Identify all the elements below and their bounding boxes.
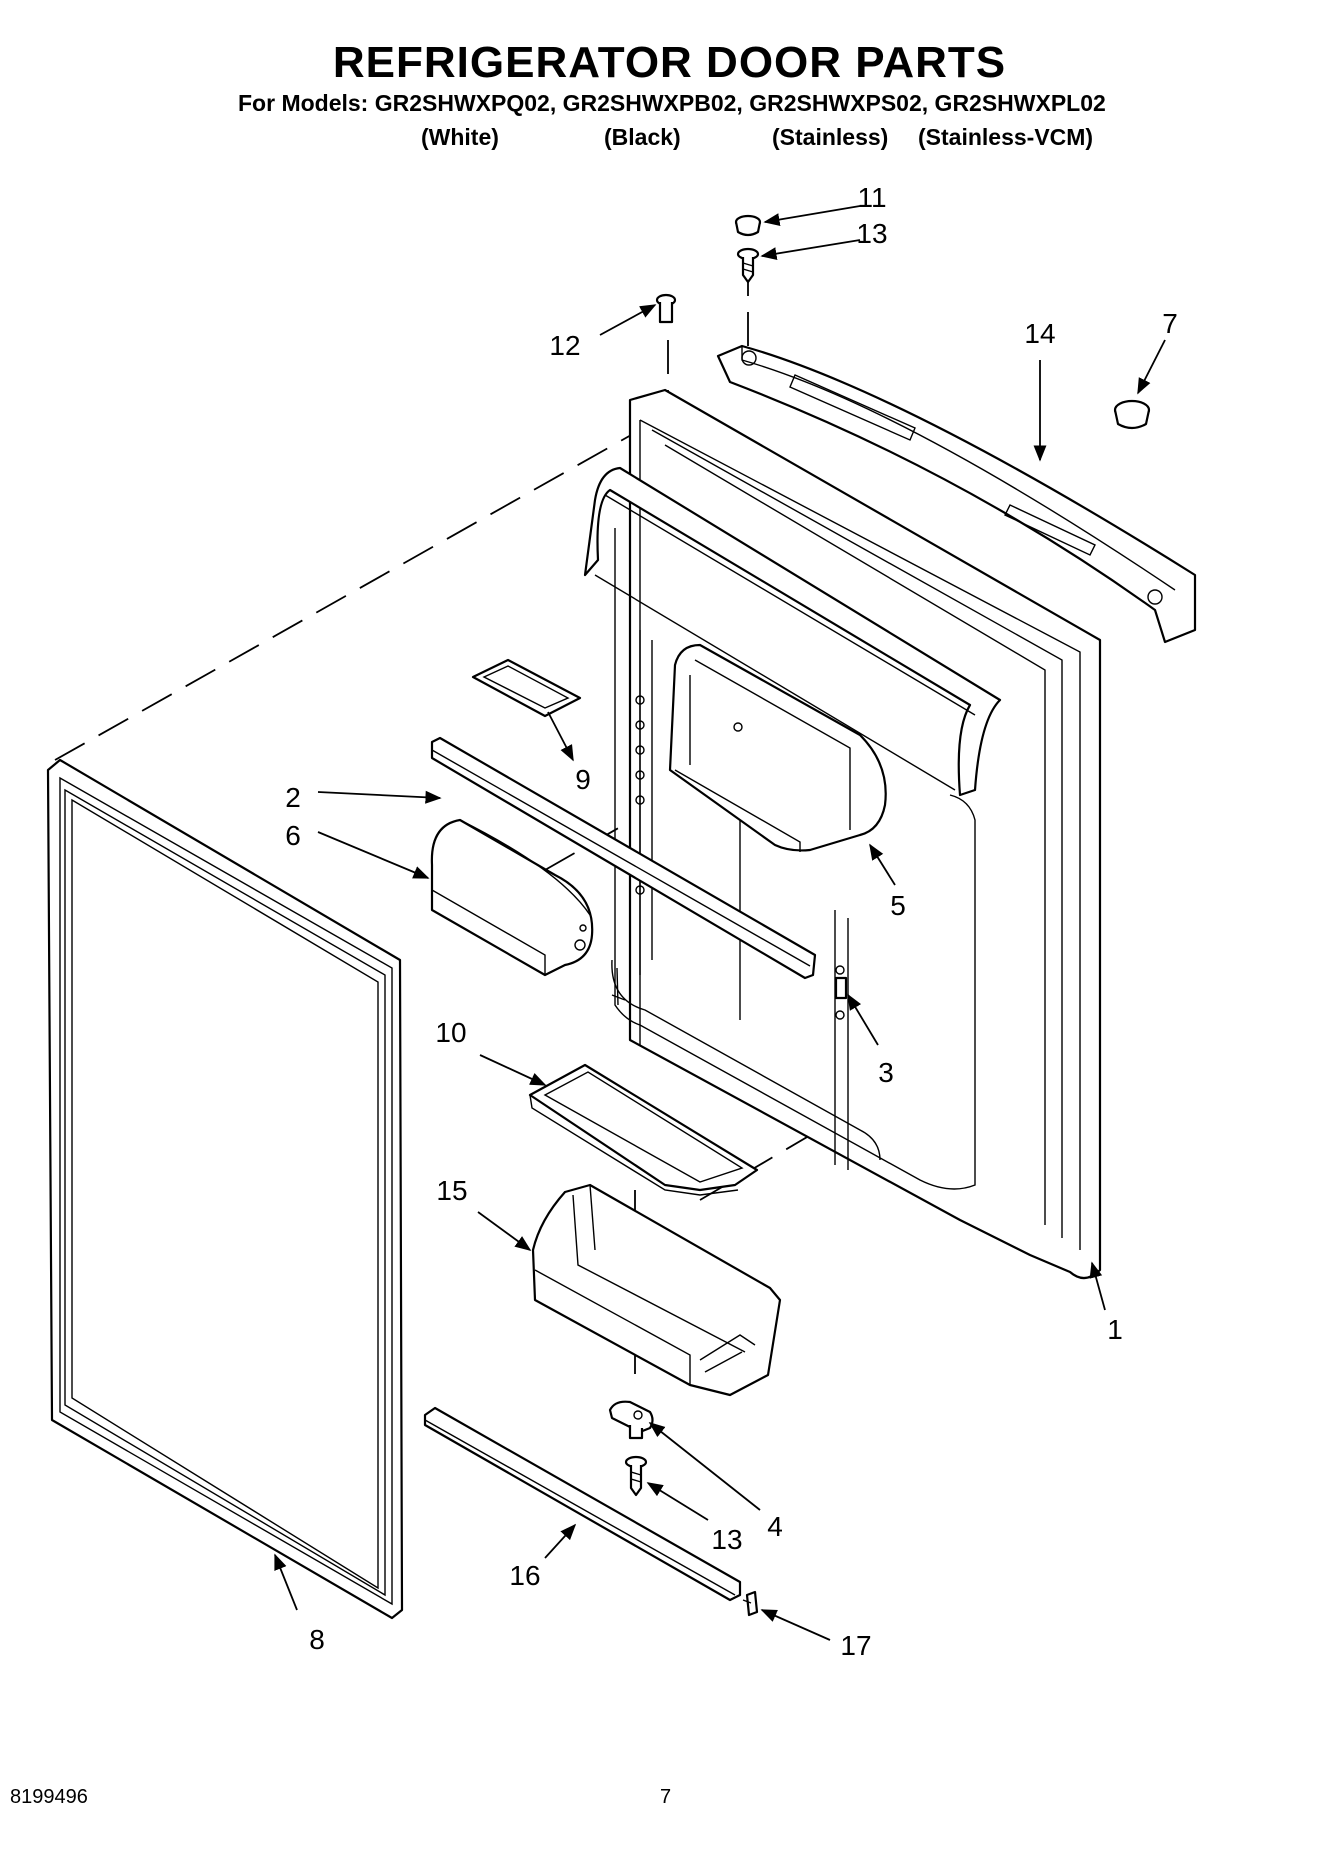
part-8-gasket [46, 758, 404, 1620]
document-number: 8199496 [10, 1786, 88, 1808]
page-number: 7 [660, 1786, 672, 1808]
callout-3: 3 [878, 1057, 894, 1088]
part-12-pin [655, 293, 677, 324]
callout-16: 16 [509, 1560, 541, 1591]
callout-13-bottom: 13 [711, 1524, 743, 1555]
callout-11: 11 [857, 182, 887, 213]
callout-2: 2 [285, 782, 301, 813]
models-line: For Models: GR2SHWXPQ02, GR2SHWXPB02, GR… [238, 90, 1106, 116]
callout-7: 7 [1162, 308, 1178, 339]
callout-14: 14 [1024, 318, 1056, 349]
part-17-end-clip [742, 1590, 759, 1617]
part-2-trim-bar [430, 736, 817, 980]
part-3-clip [834, 976, 848, 1000]
callout-10: 10 [435, 1017, 467, 1048]
part-10-tray [528, 1063, 759, 1196]
callout-5: 5 [890, 890, 906, 921]
variant-stainless-vcm: (Stainless-VCM) [918, 124, 1094, 150]
callout-15: 15 [436, 1175, 468, 1206]
part-5-upper-bin [583, 466, 1002, 797]
variant-white: (White) [421, 124, 499, 150]
callout-1: 1 [1107, 1314, 1123, 1345]
part-6-dairy-bin [430, 818, 594, 977]
part-11-cap [734, 214, 762, 237]
part-5-center-bin [668, 643, 887, 852]
page-title: REFRIGERATOR DOOR PARTS [332, 38, 1007, 87]
part-16-bottom-trim [423, 1406, 742, 1602]
part-9-cover [471, 658, 582, 718]
part-4-hinge [608, 1400, 654, 1440]
part-14-door-cap [716, 344, 1197, 644]
variant-stainless: (Stainless) [772, 124, 889, 150]
part-13-bottom-screw [624, 1455, 648, 1497]
callout-8: 8 [309, 1624, 325, 1655]
callout-17: 17 [840, 1630, 872, 1661]
part-7-plug [1113, 399, 1151, 430]
callout-4: 4 [767, 1511, 783, 1542]
callout-6: 6 [285, 820, 301, 851]
callout-13-top: 13 [856, 218, 888, 249]
door-inner-cavity [611, 528, 976, 1190]
variant-black: (Black) [604, 124, 681, 150]
callout-9: 9 [575, 764, 591, 795]
callout-12: 12 [549, 330, 581, 361]
leader-arrows [274, 205, 1166, 1641]
part-13-top-screw [736, 247, 760, 284]
part-15-door-bin [531, 1183, 782, 1397]
